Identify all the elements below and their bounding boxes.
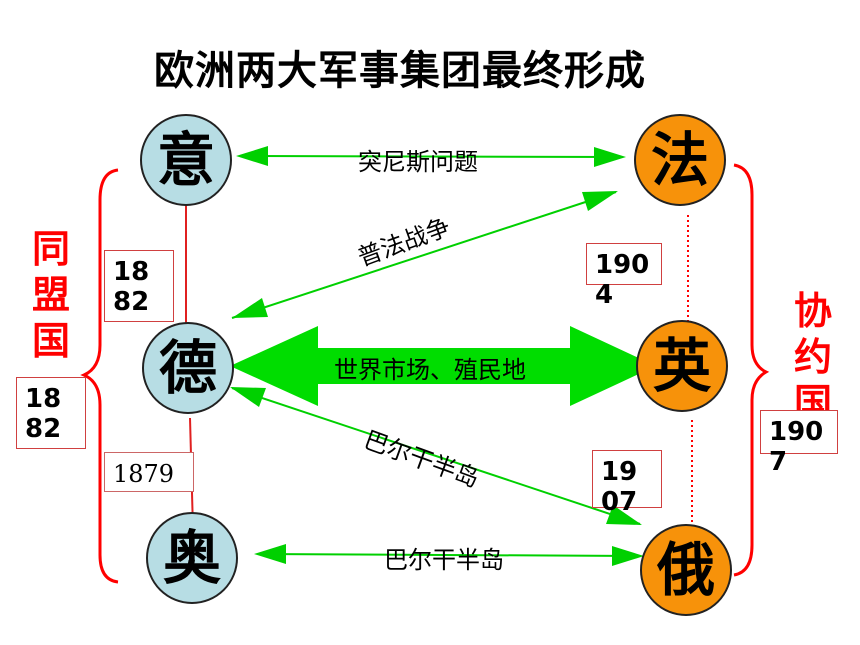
arrowhead-austria-end [254,544,286,564]
arrow-germany-france [231,191,617,319]
year-box-1907-a: 1907 [592,450,662,517]
country-russia: 俄 [640,524,732,616]
arrowhead-germany-end-3 [230,387,266,407]
country-italy: 意 [140,114,232,206]
conflict-label-world-market: 世界市场、殖民地 [334,356,526,384]
page-title: 欧洲两大军事集团最终形成 [154,48,646,94]
arrowhead-russia-end [606,505,642,525]
arrowhead-france-end [594,147,626,167]
arrow-germany-britain [230,326,656,406]
year-box-1879: 1879 [104,452,194,492]
conflict-label-balkans-austria: 巴尔干半岛 [384,546,504,574]
arrow-austria-russia [257,553,641,557]
arrowhead-germany-end-1 [232,298,268,318]
year-box-1904: 1904 [586,243,662,310]
country-france: 法 [634,114,726,206]
arrowhead-france-end-2 [582,191,618,211]
year-box-1882-a: 1882 [104,250,174,322]
year-box-1882-b: 1882 [16,377,86,449]
conflict-label-tunisia: 突尼斯问题 [358,148,478,176]
year-box-1907-b: 1907 [760,410,838,477]
group-label-alliance: 同盟国 [31,227,70,363]
arrow-germany-russia [231,387,641,525]
country-britain: 英 [636,320,728,412]
country-austria: 奥 [146,512,238,604]
entente-brace [733,163,770,577]
alliance-brace [80,168,119,584]
arrowhead-russia-end-2 [612,546,644,566]
country-germany: 德 [142,322,234,414]
group-label-entente: 协约国 [793,289,832,425]
arrowhead-italy-end [236,146,268,166]
arrow-italy-france [239,155,623,158]
